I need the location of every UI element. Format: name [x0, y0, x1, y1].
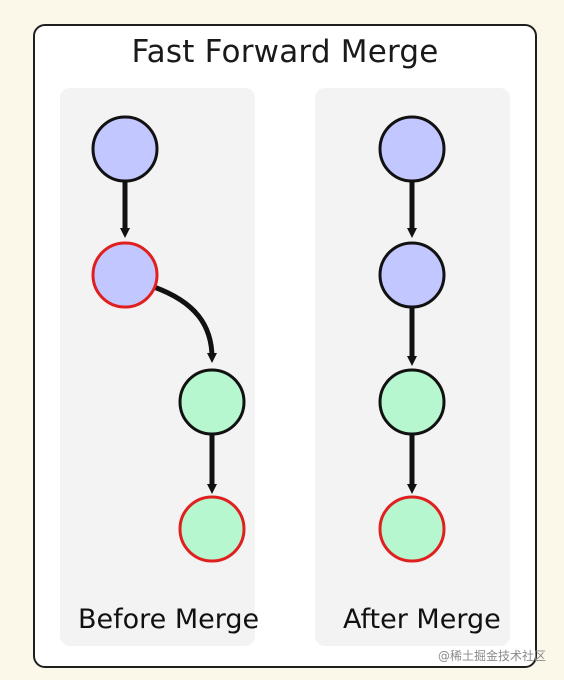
before-commit-1 [91, 115, 159, 183]
after-merge-label: After Merge [343, 604, 501, 635]
after-commit-2 [378, 241, 446, 309]
before-branch-commit-1 [178, 368, 246, 436]
before-commit-2-head [91, 241, 159, 309]
before-branch-commit-2-head [178, 495, 246, 563]
diagram-title: Fast Forward Merge [131, 34, 439, 70]
watermark-text: @稀土掘金技术社区 [437, 649, 546, 663]
after-commit-3 [378, 368, 446, 436]
before-merge-label: Before Merge [78, 604, 260, 635]
after-commit-4-head [378, 495, 446, 563]
after-commit-1 [378, 115, 446, 183]
before-edge-2 [153, 284, 217, 363]
